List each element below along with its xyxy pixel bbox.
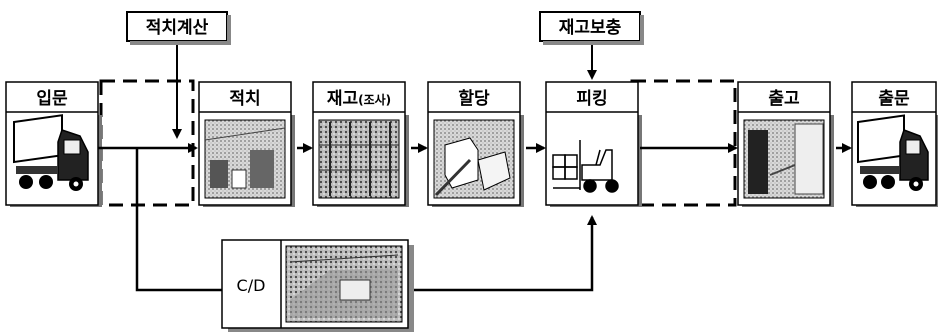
crossdock-label: C/D [237, 276, 266, 295]
staging-area-left [99, 79, 195, 207]
truck-icon [13, 114, 89, 191]
crossdock-path-in [135, 148, 222, 292]
stage-putaway-label: 적치 [229, 89, 260, 109]
stage-putaway: 적치 [198, 81, 295, 207]
stage-outbound: 출문 [851, 81, 938, 207]
dock-photo-icon [743, 119, 825, 199]
truck-icon [857, 114, 929, 191]
stage-inventory-label: 재고 [327, 89, 359, 109]
stage-allocation: 할당 [427, 81, 524, 207]
replenish-label-box: 재고보충 [539, 11, 644, 45]
stage-inventory: 재고(조사) [312, 81, 409, 207]
stage-outbound-label: 출문 [878, 89, 910, 109]
stage-inventory-sublabel: (조사) [358, 92, 391, 107]
warehouse-photo-icon [204, 119, 286, 199]
boxes-photo-icon [433, 119, 515, 199]
crossdock-box: C/D [221, 239, 414, 332]
stage-allocation-label: 할당 [458, 89, 490, 109]
svg-text:재고(조사): 재고(조사) [327, 89, 391, 109]
stage-inbound: 입문 [5, 81, 102, 207]
staging-area-right [630, 79, 737, 207]
forklift-icon [552, 140, 619, 193]
stage-shipping: 출고 [737, 81, 834, 207]
racks-photo-icon [318, 119, 400, 199]
stage-picking-label: 피킹 [576, 89, 607, 109]
crossdock-photo-icon [285, 245, 403, 323]
stage-picking: 피킹 [545, 81, 642, 207]
crossdock-path-out [410, 215, 597, 292]
putaway-calc-label: 적치계산 [146, 18, 209, 38]
replenish-label: 재고보충 [559, 18, 622, 38]
stage-inbound-label: 입문 [36, 89, 68, 109]
stage-shipping-label: 출고 [768, 89, 800, 109]
putaway-calc-label-box: 적치계산 [126, 11, 231, 45]
